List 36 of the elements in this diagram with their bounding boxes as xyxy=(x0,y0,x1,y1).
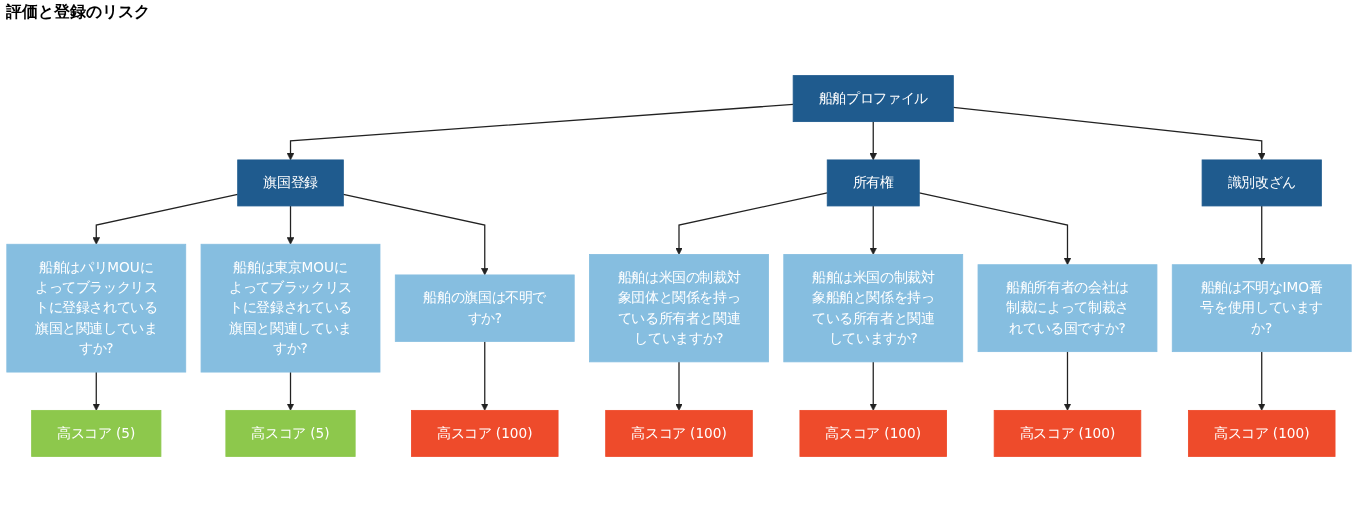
node-box: 船舶所有者の会社は制裁によって制裁されている国ですか? xyxy=(977,264,1158,353)
node-box: 識別改ざん xyxy=(1201,159,1322,207)
node-box: 船舶の旗国は不明ですか? xyxy=(394,274,575,342)
node-box: 船舶は東京MOUによってブラックリストに登録されている旗国と関連していますか? xyxy=(200,243,381,373)
arrow xyxy=(1258,351,1266,411)
arrow xyxy=(92,193,239,245)
arrow xyxy=(342,193,489,276)
node-box: 高スコア (100) xyxy=(1188,409,1336,457)
arrow xyxy=(869,361,877,411)
node-box: 船舶プロファイル xyxy=(792,75,954,123)
arrow xyxy=(481,340,489,411)
arrow xyxy=(869,205,877,255)
node-box: 高スコア (100) xyxy=(411,409,559,457)
node-box: 高スコア (100) xyxy=(605,409,753,457)
diagram-title: 評価と登録のリスク xyxy=(6,2,150,23)
node-box: 高スコア (100) xyxy=(799,409,947,457)
arrow xyxy=(1258,205,1266,266)
node-box: 所有権 xyxy=(826,159,920,207)
arrow xyxy=(286,371,295,411)
arrow xyxy=(92,371,100,411)
arrow xyxy=(1063,351,1072,411)
node-box: 船舶は米国の制裁対象船舶と関係を持っている所有者と関連していますか? xyxy=(783,254,964,363)
node-box: 船舶は不明なIMO番号を使用していますか? xyxy=(1171,264,1352,353)
node-box: 旗国登録 xyxy=(237,159,344,207)
arrow xyxy=(286,103,794,161)
arrow xyxy=(675,361,683,411)
node-box: 船舶はパリMOUによってブラックリストに登録されている旗国と関連していますか? xyxy=(6,243,187,373)
node-box: 高スコア (100) xyxy=(993,409,1142,457)
node-box: 高スコア (5) xyxy=(225,409,356,457)
arrow xyxy=(918,192,1072,266)
arrow xyxy=(675,192,828,255)
node-box: 船舶は米国の制裁対象団体と関係を持っている所有者と関連していますか? xyxy=(589,254,769,363)
arrow xyxy=(869,120,877,161)
arrow xyxy=(952,106,1266,161)
node-box: 高スコア (5) xyxy=(31,409,162,457)
arrow xyxy=(286,205,295,245)
